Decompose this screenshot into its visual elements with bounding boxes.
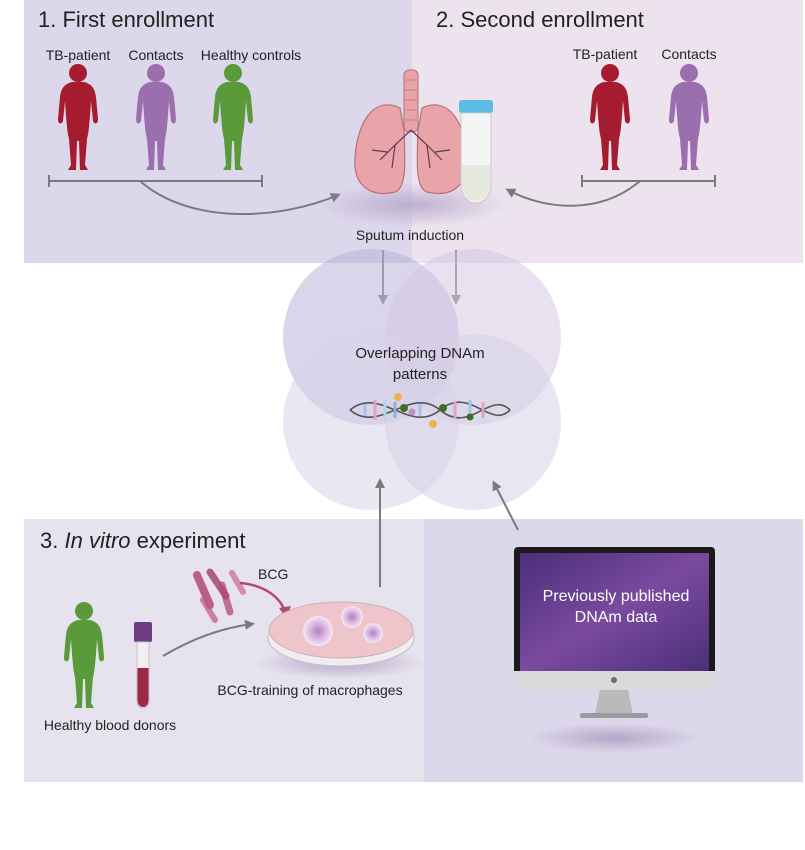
group-bracket-1: [48, 175, 263, 187]
first-enrollment-title: 1. First enrollment: [38, 7, 215, 32]
tb-patient-figure-2: [590, 64, 630, 170]
in-vitro-title-suffix: experiment: [136, 528, 246, 553]
bcg-training-label: BCG-training of macrophages: [217, 682, 403, 698]
arrow-bcg-to-dish: [239, 581, 287, 613]
tb-patient-figure-1: [58, 64, 98, 170]
group-bracket-2: [581, 175, 716, 187]
arrow-second-to-sputum: [505, 180, 641, 207]
venn-label-line2: patterns: [392, 366, 448, 383]
healthy-donor-figure: [64, 602, 104, 708]
in-vitro-experiment-title: 3. In vitro experiment: [40, 528, 245, 554]
contacts-label-1: Contacts: [128, 47, 184, 63]
contacts-figure-2: [669, 64, 709, 170]
sputum-tube-icon: [459, 100, 493, 204]
blood-tube-icon: [134, 622, 152, 709]
bcg-bacteria-icon: [193, 568, 246, 623]
in-vitro-title-prefix: 3.: [40, 528, 59, 553]
arrow-monitor-to-venn: [492, 480, 519, 531]
tb-patient-label-1: TB-patient: [45, 47, 111, 63]
petri-dish-icon: [267, 601, 415, 667]
bcg-label: BCG: [258, 566, 289, 582]
venn-label-line1: Overlapping DNAm: [355, 345, 485, 362]
tb-patient-label-2: TB-patient: [572, 46, 638, 62]
monitor-text-line2: DNAm data: [574, 609, 658, 626]
monitor-screen-text: Previously published DNAm data: [522, 586, 710, 628]
contacts-label-2: Contacts: [661, 46, 717, 62]
monitor-shadow: [529, 723, 699, 753]
in-vitro-title-italic: In vitro: [64, 528, 131, 553]
arrow-first-to-sputum: [139, 180, 341, 215]
healthy-controls-figure: [213, 64, 253, 170]
contacts-figure-1: [136, 64, 176, 170]
arrow-donor-to-dish: [162, 619, 255, 657]
monitor-icon: [514, 547, 715, 718]
healthy-blood-donors-label: Healthy blood donors: [43, 717, 177, 733]
healthy-controls-label: Healthy controls: [200, 47, 302, 63]
second-enrollment-title: 2. Second enrollment: [436, 7, 644, 32]
lungs-icon: [354, 69, 468, 194]
venn-label: Overlapping DNAm patterns: [320, 343, 520, 385]
lung-shadow: [317, 183, 507, 227]
sputum-induction-label: Sputum induction: [355, 227, 465, 243]
dna-helix-icon: [349, 393, 511, 428]
monitor-text-line1: Previously published: [542, 588, 690, 605]
venn-diagram: [283, 249, 561, 510]
